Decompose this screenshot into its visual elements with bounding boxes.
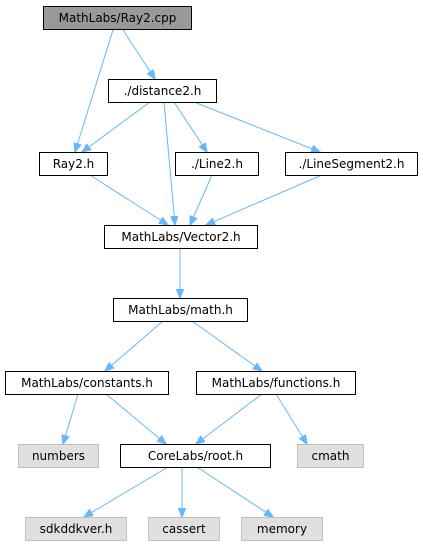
node-label-line2: ./Line2.h — [191, 157, 243, 171]
node-label-root: CoreLabs/root.h — [148, 449, 243, 463]
node-sdkddkver: sdkddkver.h — [25, 517, 127, 541]
node-box-line2 — [175, 152, 259, 176]
edge-lineseg2-vector2 — [206, 174, 323, 225]
node-label-ray2h: Ray2.h — [53, 157, 95, 171]
edge-distance2-lineseg2 — [193, 101, 320, 152]
edge-distance2-vector2 — [163, 101, 175, 225]
node-box-memory — [241, 517, 323, 541]
node-label-cmath: cmath — [312, 449, 350, 463]
node-math[interactable]: MathLabs/math.h — [113, 298, 248, 322]
node-box-distance2 — [108, 79, 217, 103]
node-cassert: cassert — [148, 517, 220, 541]
edge-root-memory — [196, 466, 273, 517]
node-box-root — [120, 444, 271, 468]
node-label-ray2cpp: MathLabs/Ray2.cpp — [59, 11, 177, 25]
edge-distance2-ray2h — [82, 101, 151, 152]
node-label-numbers: numbers — [32, 449, 85, 463]
edge-math-functions — [191, 320, 262, 371]
node-box-math — [113, 298, 248, 322]
edge-functions-root — [196, 393, 263, 444]
node-numbers: numbers — [18, 444, 99, 468]
node-label-functions: MathLabs/functions.h — [212, 376, 341, 390]
node-lineseg2[interactable]: ./LineSegment2.h — [285, 152, 418, 176]
node-vector2[interactable]: MathLabs/Vector2.h — [104, 225, 258, 249]
edge-line2-vector2 — [190, 174, 213, 225]
node-box-cmath — [297, 444, 364, 468]
edges-layer — [63, 29, 323, 517]
node-label-memory: memory — [257, 522, 307, 536]
node-box-sdkddkver — [25, 517, 127, 541]
node-label-constants: MathLabs/constants.h — [21, 376, 153, 390]
node-label-lineseg2: ./LineSegment2.h — [299, 157, 405, 171]
node-label-vector2: MathLabs/Vector2.h — [121, 230, 240, 244]
edge-ray2h-vector2 — [89, 174, 168, 225]
node-distance2[interactable]: ./distance2.h — [108, 79, 217, 103]
node-label-sdkddkver: sdkddkver.h — [40, 522, 113, 536]
node-box-ray2h — [39, 152, 108, 176]
node-constants[interactable]: MathLabs/constants.h — [5, 371, 169, 395]
edge-math-constants — [105, 320, 164, 371]
node-line2[interactable]: ./Line2.h — [175, 152, 259, 176]
node-cmath: cmath — [297, 444, 364, 468]
node-box-constants — [5, 371, 169, 395]
node-box-functions — [196, 371, 356, 395]
node-label-cassert: cassert — [162, 522, 206, 536]
node-label-distance2: ./distance2.h — [124, 84, 202, 98]
node-memory: memory — [241, 517, 323, 541]
edge-distance2-line2 — [173, 101, 207, 152]
edge-constants-root — [105, 393, 166, 444]
edge-functions-cmath — [275, 393, 307, 444]
node-box-cassert — [148, 517, 220, 541]
node-root[interactable]: CoreLabs/root.h — [120, 444, 271, 468]
node-box-ray2cpp — [43, 6, 192, 30]
node-ray2cpp[interactable]: MathLabs/Ray2.cpp — [43, 6, 192, 30]
node-box-lineseg2 — [285, 152, 418, 176]
node-functions[interactable]: MathLabs/functions.h — [196, 371, 356, 395]
edge-constants-numbers — [63, 393, 79, 444]
node-box-vector2 — [104, 225, 258, 249]
edge-ray2cpp-ray2h — [75, 29, 114, 152]
edge-ray2cpp-distance2 — [122, 29, 155, 79]
edge-root-sdkddkver — [84, 466, 169, 517]
node-label-math: MathLabs/math.h — [128, 303, 233, 317]
node-ray2h[interactable]: Ray2.h — [39, 152, 108, 176]
node-box-numbers — [18, 444, 99, 468]
